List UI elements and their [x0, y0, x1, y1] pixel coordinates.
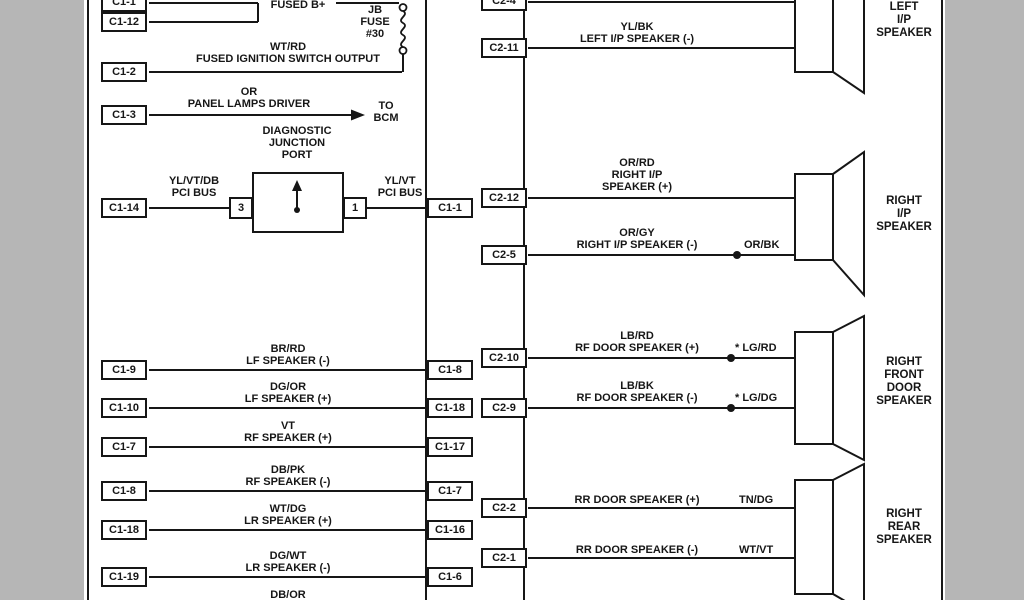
wire-right-ip-speaker-minus [528, 251, 795, 259]
splice-dot [727, 354, 735, 362]
splice-label-or-bk: OR/BK [744, 239, 780, 251]
label-panel-lamps: OR PANEL LAMPS DRIVER [187, 86, 311, 110]
label-fused-b-plus: FUSED B+ [270, 0, 326, 11]
speaker-name-left-ip: LEFT I/P SPEAKER [876, 1, 932, 39]
c2-pin-12: C2-12 [481, 188, 527, 208]
fuse-jb-30-icon [398, 3, 408, 72]
djp-arrow-icon [292, 180, 302, 191]
splice-label-tn-dg: TN/DG [739, 494, 774, 506]
c1-left-pin-8: C1-8 [101, 481, 147, 501]
c1-left-pin-9: C1-9 [101, 360, 147, 380]
speaker-name-right-ip: RIGHT I/P SPEAKER [876, 195, 932, 233]
label-jb-fuse: JB FUSE #30 [360, 4, 390, 40]
label-rr-door-speaker-minus: RR DOOR SPEAKER (-) [575, 544, 699, 556]
wire-rf-door-speaker-plus [528, 354, 795, 362]
label-pci-bus-right: YL/VT PCI BUS [377, 175, 423, 199]
c2-pin-10: C2-10 [481, 348, 527, 368]
c1-left-pin-7: C1-7 [101, 437, 147, 457]
c2-pin-4: C2-4 [481, 0, 527, 11]
label-ignition-output: WT/RD FUSED IGNITION SWITCH OUTPUT [196, 41, 380, 65]
speaker-icon-right-rear [794, 462, 865, 600]
label-lf-speaker-minus: BR/RD LF SPEAKER (-) [246, 343, 330, 367]
c1-radio-pin-1: C1-1 [427, 198, 473, 218]
label-lr-speaker-minus: DG/WT LR SPEAKER (-) [245, 550, 331, 574]
wire-rf-door-speaker-minus [528, 404, 795, 412]
speaker-icon-right-front-door [794, 314, 865, 462]
c1-left-pin-19: C1-19 [101, 567, 147, 587]
label-lf-speaker-plus: DG/OR LF SPEAKER (+) [244, 381, 332, 405]
label-lr-speaker-plus: WT/DG LR SPEAKER (+) [244, 503, 332, 527]
label-rf-speaker-minus: DB/PK RF SPEAKER (-) [245, 464, 331, 488]
label-to-bcm: TO BCM [373, 100, 399, 124]
label-diagnostic-junction-port: DIAGNOSTIC JUNCTION PORT [262, 125, 332, 161]
scan-margin-left [0, 0, 84, 600]
scan-margin-right [945, 0, 1024, 600]
c2-pin-5: C2-5 [481, 245, 527, 265]
splice-dot [727, 404, 735, 412]
arrow-to-bcm-icon [351, 109, 365, 121]
splice-label-lg-dg: * LG/DG [735, 392, 778, 404]
c1-left-pin-2: C1-2 [101, 62, 147, 82]
c1-radio-pin-16: C1-16 [427, 520, 473, 540]
c1-left-pin-10: C1-10 [101, 398, 147, 418]
c1-radio-pin-8: C1-8 [427, 360, 473, 380]
label-left-ip-speaker-minus: YL/BK LEFT I/P SPEAKER (-) [579, 21, 695, 45]
c2-pin-9: C2-9 [481, 398, 527, 418]
label-rr-door-speaker-plus: RR DOOR SPEAKER (+) [574, 494, 700, 506]
splice-label-lg-rd: * LG/RD [735, 342, 777, 354]
c1-radio-pin-18: C1-18 [427, 398, 473, 418]
label-rf-speaker-plus: VT RF SPEAKER (+) [244, 420, 332, 444]
c1-radio-pin-17: C1-17 [427, 437, 473, 457]
label-right-ip-speaker-minus: OR/GY RIGHT I/P SPEAKER (-) [576, 227, 698, 251]
label-right-ip-speaker-plus: OR/RD RIGHT I/P SPEAKER (+) [602, 157, 672, 193]
wire-panel-lamps-driver [149, 109, 365, 121]
splice-label-wt-vt: WT/VT [739, 544, 774, 556]
label-rf-door-speaker-plus: LB/RD RF DOOR SPEAKER (+) [575, 330, 699, 354]
c2-pin-1: C2-1 [481, 548, 527, 568]
c1-left-pin-3: C1-3 [101, 105, 147, 125]
c1-left-pin-12: C1-12 [101, 12, 147, 32]
c1-left-pin-18: C1-18 [101, 520, 147, 540]
c2-pin-2: C2-2 [481, 498, 527, 518]
djp-pin-3: 3 [229, 197, 253, 219]
djp-pin-1: 1 [343, 197, 367, 219]
speaker-name-right-rear: RIGHT REAR SPEAKER [876, 508, 932, 546]
label-partial-bottom: DB/OR [270, 589, 306, 600]
speaker-icon-right-ip [794, 150, 865, 298]
wire-fused-b-plus [149, 2, 399, 23]
c1-radio-pin-7: C1-7 [427, 481, 473, 501]
label-rf-door-speaker-minus: LB/BK RF DOOR SPEAKER (-) [576, 380, 698, 404]
c1-radio-pin-6: C1-6 [427, 567, 473, 587]
c1-left-pin-14: C1-14 [101, 198, 147, 218]
speaker-name-right-front-door: RIGHT FRONT DOOR SPEAKER [876, 356, 932, 407]
c1-left-pin-1: C1-1 [101, 0, 147, 12]
splice-dot [733, 251, 741, 259]
label-pci-bus-left: YL/VT/DB PCI BUS [168, 175, 220, 199]
c2-pin-11: C2-11 [481, 38, 527, 58]
diagnostic-junction-port-box [252, 172, 344, 233]
speaker-icon-left-ip [794, 0, 865, 95]
